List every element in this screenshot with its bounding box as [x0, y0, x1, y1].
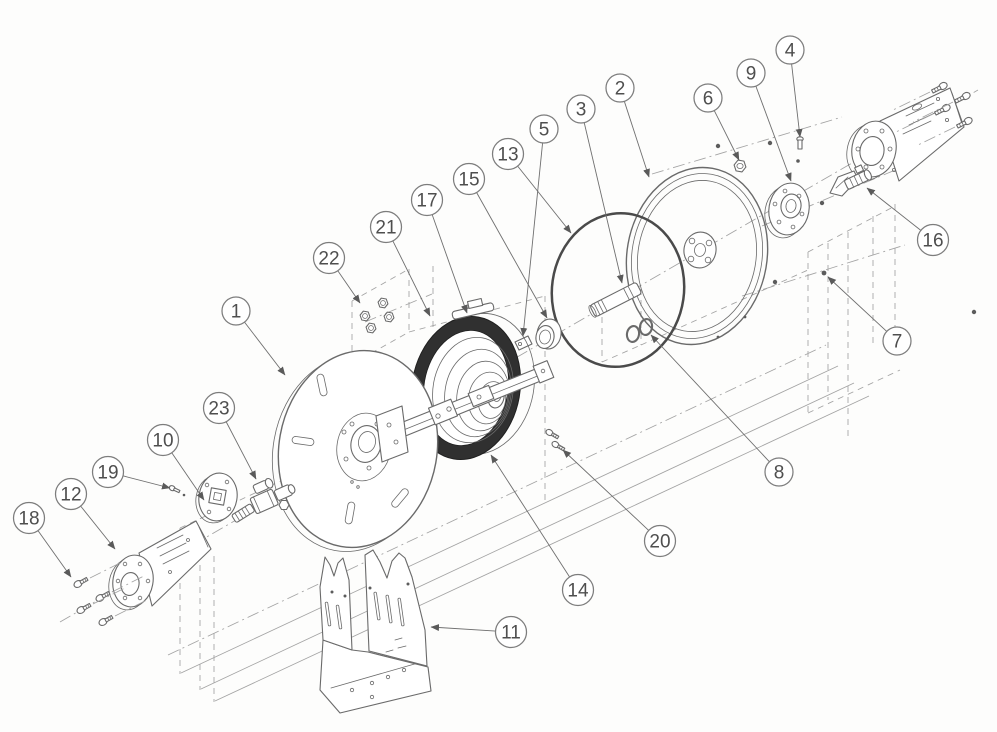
callout-18-leader [37, 530, 72, 578]
callout-21-leader [392, 240, 431, 317]
base-bracket [319, 549, 432, 714]
callout-16-number: 16 [922, 231, 943, 252]
callout-2-leader [623, 101, 650, 178]
callout-12-leader [80, 505, 116, 550]
callout-6-leader [713, 110, 740, 161]
callout-21-balloon [369, 210, 403, 244]
callout-8-number: 8 [774, 463, 785, 484]
callout-18-number: 18 [18, 509, 39, 530]
main-shaft [588, 282, 642, 318]
callout-14-leader [490, 454, 570, 578]
callout-7-balloon [882, 326, 912, 356]
callout-6-balloon [693, 83, 723, 113]
callout-1-leader [244, 321, 286, 376]
outlet-swivel-fitting [829, 164, 873, 197]
callout-4-number: 4 [785, 41, 796, 62]
latch-arm-assembly [375, 360, 555, 463]
callout-17-balloon [410, 183, 444, 217]
callout-20-number: 20 [649, 532, 670, 553]
callout-9-leader [755, 85, 792, 182]
callout-19-balloon [91, 455, 125, 489]
callout-22-balloon [312, 241, 346, 275]
callout-4-balloon [775, 35, 805, 65]
callout-19-leader [122, 475, 171, 490]
callout-5-leader [520, 142, 544, 337]
right-bracket-bolts [892, 81, 973, 147]
callout-17-leader [431, 214, 468, 314]
callout-6-number: 6 [703, 89, 714, 110]
callout-14-balloon [561, 573, 595, 607]
front-reel-disc [271, 349, 439, 552]
large-o-ring-seal [550, 211, 686, 369]
callout-1-number: 1 [231, 302, 242, 323]
callout-5-number: 5 [539, 120, 550, 141]
callout-1-balloon [221, 296, 251, 326]
callout-18-balloon [12, 501, 46, 535]
callout-7-number: 7 [892, 332, 903, 353]
callout-22-number: 22 [318, 249, 339, 270]
callout-3-number: 3 [576, 100, 587, 121]
callout-23-number: 23 [208, 399, 229, 420]
callout-3-leader [583, 122, 624, 284]
drive-key [514, 335, 533, 351]
hardware-dots [715, 140, 977, 315]
left-mount-bracket [108, 520, 212, 611]
callout-13-leader [517, 165, 572, 234]
callout-3-balloon [566, 94, 596, 124]
bearing-flange [764, 182, 810, 239]
callout-23-leader [225, 421, 257, 480]
callout-15-leader [476, 192, 548, 319]
callout-15-balloon [452, 162, 486, 196]
callout-22-leader [337, 270, 361, 304]
callout-10-balloon [146, 423, 180, 457]
reel-rim-disc [625, 166, 769, 346]
o-ring-pair [625, 318, 654, 343]
left-bracket-bolts [73, 561, 148, 627]
set-screw [796, 136, 804, 163]
hex-nut [733, 159, 747, 173]
callout-8-leader [650, 334, 770, 463]
callout-21-number: 21 [375, 218, 396, 239]
callout-2-balloon [605, 73, 635, 103]
callout-16-leader [866, 187, 922, 231]
callout-23-balloon [202, 391, 236, 425]
callout-7-leader [827, 276, 888, 332]
callout-10-leader [171, 452, 205, 501]
callout-19-number: 19 [97, 463, 118, 484]
callout-13-number: 13 [497, 145, 518, 166]
callout-9-number: 9 [746, 64, 757, 85]
callout-5-balloon [529, 114, 559, 144]
callout-10-number: 10 [152, 431, 173, 452]
callout-11-leader [430, 624, 496, 632]
callout-12-number: 12 [60, 485, 81, 506]
drum-screws [545, 428, 566, 452]
drive-disc-screw [168, 485, 186, 497]
callout-4-leader [791, 63, 803, 138]
callout-11-balloon [494, 615, 528, 649]
callout-8-balloon [764, 457, 794, 487]
inlet-swivel-assembly [231, 477, 296, 523]
spacer-bushing [535, 318, 562, 350]
flange-nuts [359, 297, 395, 334]
callout-15-number: 15 [458, 170, 479, 191]
callout-11-number: 11 [501, 623, 521, 644]
callout-13-balloon [491, 137, 525, 171]
callout-2-number: 2 [615, 79, 626, 100]
callout-17-number: 17 [416, 191, 437, 212]
callout-9-balloon [736, 58, 766, 88]
callout-16-balloon [916, 223, 950, 257]
callout-14-number: 14 [567, 581, 589, 602]
callout-20-balloon [643, 524, 677, 558]
callout-20-leader [562, 449, 650, 531]
callout-12-balloon [54, 477, 88, 511]
